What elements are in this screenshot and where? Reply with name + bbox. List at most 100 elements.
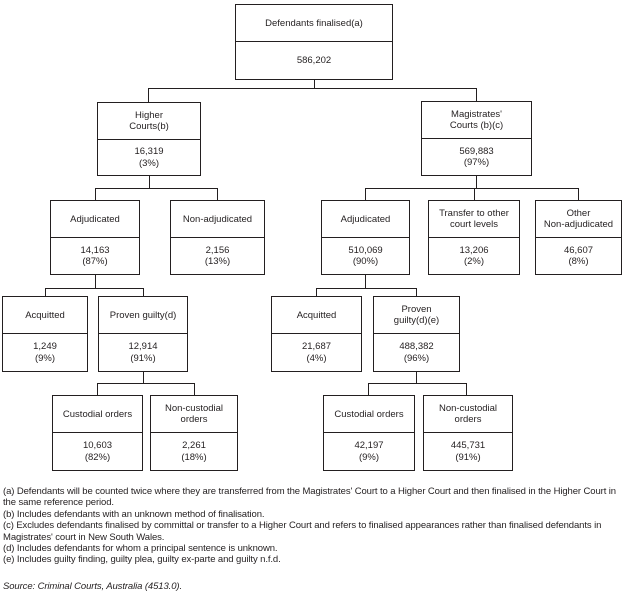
connector-line bbox=[148, 88, 149, 102]
node-higher-proven-guilty: Proven guilty(d) 12,914 (91%) bbox=[98, 296, 188, 372]
connector-line bbox=[143, 288, 144, 296]
node-values: 445,731 (91%) bbox=[424, 433, 512, 470]
node-label: Non-custodial orders bbox=[424, 396, 512, 433]
node-mag-proven-guilty: Proven guilty(d)(e) 488,382 (96%) bbox=[373, 296, 460, 372]
connector-line bbox=[217, 188, 218, 200]
node-values: 16,319 (3%) bbox=[98, 140, 200, 175]
node-values: 586,202 bbox=[236, 42, 392, 79]
connector-line bbox=[316, 288, 317, 296]
node-transfer-other-court-levels: Transfer to other court levels 13,206 (2… bbox=[428, 200, 520, 275]
node-label: Defendants finalised(a) bbox=[236, 5, 392, 42]
node-other-non-adjudicated: Other Non-adjudicated 46,607 (8%) bbox=[535, 200, 622, 275]
node-values: 14,163 (87%) bbox=[51, 238, 139, 274]
connector-line bbox=[416, 372, 417, 383]
connector-line bbox=[45, 288, 144, 289]
node-label: Non-custodial orders bbox=[151, 396, 237, 433]
node-label: Proven guilty(d)(e) bbox=[374, 297, 459, 334]
node-percent: (90%) bbox=[352, 256, 379, 267]
connector-line bbox=[416, 288, 417, 296]
node-higher-non-adjudicated: Non-adjudicated 2,156 (13%) bbox=[170, 200, 265, 275]
node-count: 445,731 bbox=[450, 440, 486, 451]
node-mag-adjudicated: Adjudicated 510,069 (90%) bbox=[321, 200, 410, 275]
footnote-b: (b) Includes defendants with an unknown … bbox=[3, 508, 265, 520]
connector-line bbox=[95, 188, 96, 200]
node-percent: (3%) bbox=[138, 157, 160, 169]
footnote-a: (a) Defendants will be counted twice whe… bbox=[3, 486, 616, 509]
node-values: 488,382 (96%) bbox=[374, 334, 459, 371]
node-count: 13,206 bbox=[459, 244, 489, 256]
node-mag-custodial-orders: Custodial orders 42,197 (9%) bbox=[323, 395, 415, 471]
connector-line bbox=[368, 383, 467, 384]
node-percent: (97%) bbox=[463, 157, 490, 168]
node-percent: (9%) bbox=[358, 451, 380, 463]
node-percent: (87%) bbox=[82, 256, 108, 267]
node-defendants-finalised: Defendants finalised(a) 586,202 bbox=[235, 4, 393, 80]
connector-line bbox=[143, 372, 144, 383]
node-count: 10,603 bbox=[82, 440, 113, 451]
node-values: 46,607 (8%) bbox=[536, 238, 621, 274]
node-count: 16,319 bbox=[134, 146, 164, 157]
node-mag-acquitted: Acquitted 21,687 (4%) bbox=[271, 296, 362, 372]
node-mag-non-custodial-orders: Non-custodial orders 445,731 (91%) bbox=[423, 395, 513, 471]
node-values: 42,197 (9%) bbox=[324, 433, 414, 470]
node-count: 1,249 bbox=[33, 341, 57, 352]
node-count: 510,069 bbox=[348, 244, 383, 256]
node-values: 2,261 (18%) bbox=[151, 433, 237, 470]
connector-line bbox=[368, 383, 369, 395]
node-count: 586,202 bbox=[296, 54, 332, 66]
connector-line bbox=[148, 88, 477, 89]
connector-line bbox=[365, 275, 366, 288]
node-count: 488,382 bbox=[399, 341, 434, 352]
node-count: 2,261 bbox=[182, 440, 206, 451]
node-values: 2,156 (13%) bbox=[171, 238, 264, 274]
node-values: 510,069 (90%) bbox=[322, 238, 409, 274]
node-label: Higher Courts(b) bbox=[98, 103, 200, 140]
connector-line bbox=[474, 188, 475, 200]
node-percent: (82%) bbox=[84, 451, 111, 463]
connector-line bbox=[97, 383, 195, 384]
node-percent: (96%) bbox=[403, 352, 430, 364]
node-percent: (4%) bbox=[306, 352, 327, 364]
connector-line bbox=[95, 275, 96, 288]
node-percent: (2%) bbox=[463, 256, 485, 267]
node-magistrates-courts: Magistrates' Courts (b)(c) 569,883 (97%) bbox=[421, 101, 532, 176]
node-higher-custodial-orders: Custodial orders 10,603 (82%) bbox=[52, 395, 143, 471]
footnote-d: (d) Includes defendants for whom a princ… bbox=[3, 543, 278, 555]
node-percent: (91%) bbox=[455, 451, 481, 463]
node-higher-courts: Higher Courts(b) 16,319 (3%) bbox=[97, 102, 201, 176]
node-count: 42,197 bbox=[354, 440, 384, 451]
node-percent: (9%) bbox=[34, 352, 56, 364]
connector-line bbox=[578, 188, 579, 200]
connector-line bbox=[316, 288, 417, 289]
node-label: Custodial orders bbox=[53, 396, 142, 433]
footnote-c: (c) Excludes defendants finalised by com… bbox=[3, 520, 602, 543]
connector-line bbox=[466, 383, 467, 395]
node-label: Adjudicated bbox=[322, 201, 409, 238]
node-label: Transfer to other court levels bbox=[429, 201, 519, 238]
node-values: 10,603 (82%) bbox=[53, 433, 142, 470]
node-percent: (8%) bbox=[568, 256, 589, 267]
node-count: 14,163 bbox=[80, 244, 110, 256]
node-percent: (18%) bbox=[181, 451, 207, 463]
node-count: 46,607 bbox=[563, 244, 594, 256]
node-label: Acquitted bbox=[272, 297, 361, 334]
node-count: 21,687 bbox=[301, 341, 332, 352]
connector-line bbox=[476, 88, 477, 101]
node-percent: (13%) bbox=[204, 256, 231, 267]
node-higher-acquitted: Acquitted 1,249 (9%) bbox=[2, 296, 88, 372]
connector-line bbox=[476, 176, 477, 188]
connector-line bbox=[365, 188, 579, 189]
node-label: Magistrates' Courts (b)(c) bbox=[422, 102, 531, 139]
connector-line bbox=[95, 188, 218, 189]
node-values: 569,883 (97%) bbox=[422, 139, 531, 175]
node-values: 21,687 (4%) bbox=[272, 334, 361, 371]
node-higher-non-custodial-orders: Non-custodial orders 2,261 (18%) bbox=[150, 395, 238, 471]
node-label: Custodial orders bbox=[324, 396, 414, 433]
node-values: 1,249 (9%) bbox=[3, 334, 87, 371]
node-count: 2,156 bbox=[205, 244, 230, 256]
node-values: 13,206 (2%) bbox=[429, 238, 519, 274]
footnote-e: (e) Includes guilty finding, guilty plea… bbox=[3, 554, 281, 566]
node-label: Acquitted bbox=[3, 297, 87, 334]
node-percent: (91%) bbox=[130, 352, 156, 364]
